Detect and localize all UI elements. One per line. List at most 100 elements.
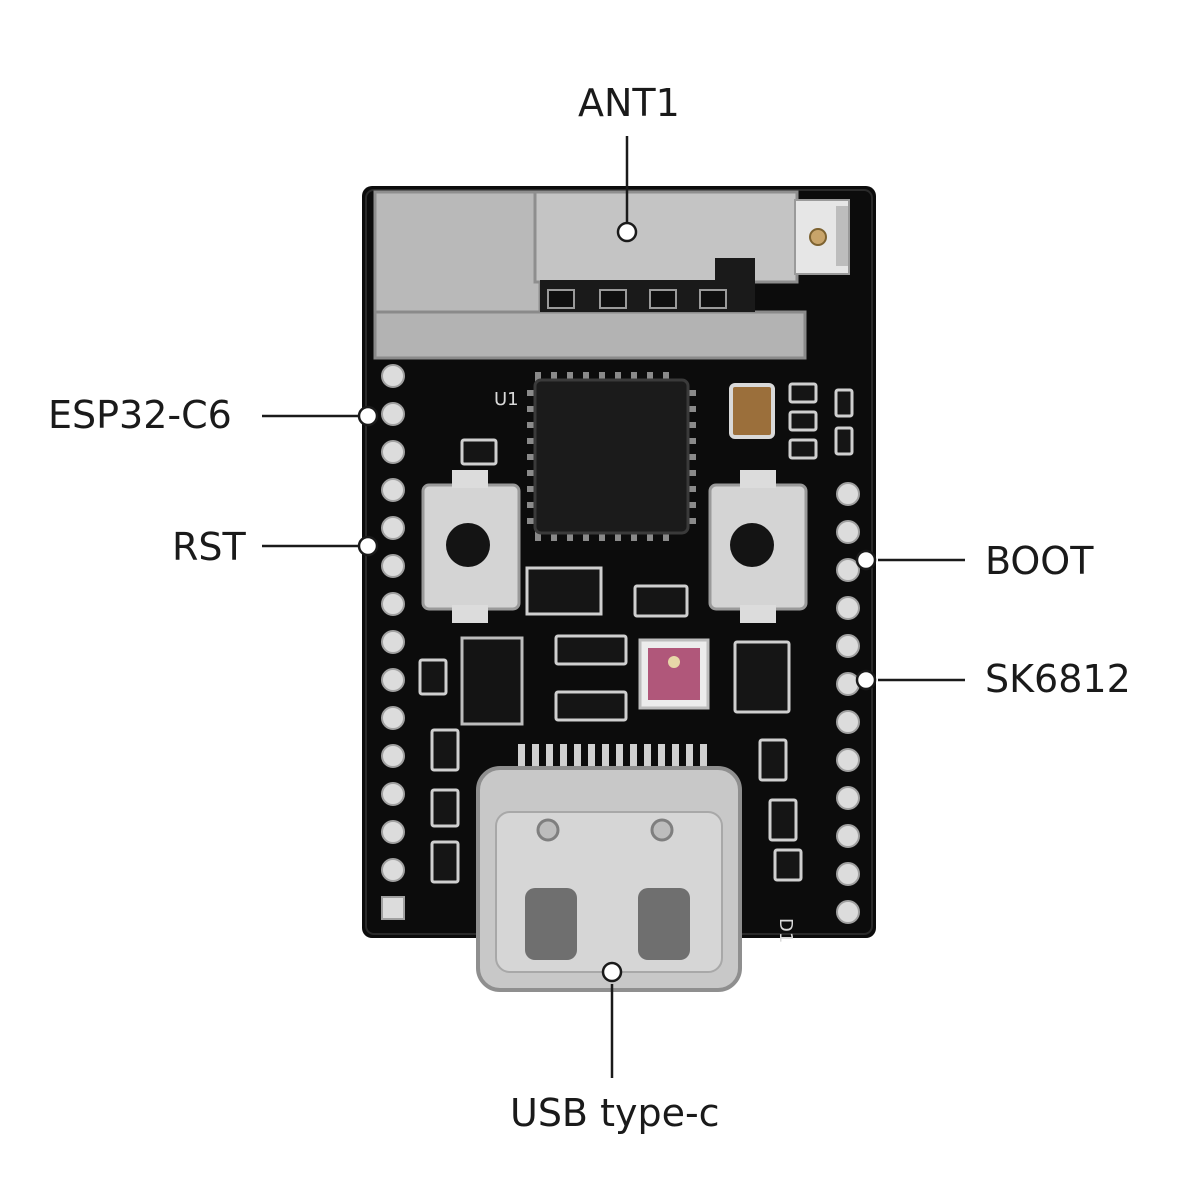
mcu-lead — [527, 422, 537, 428]
label-rst: RST — [172, 525, 246, 569]
mcu-lead — [527, 518, 537, 524]
mcu-lead — [599, 531, 605, 541]
header-pin — [381, 554, 405, 578]
mcu-lead — [527, 502, 537, 508]
header-pin — [381, 440, 405, 464]
usb-c-screw-right — [650, 818, 674, 842]
usb-pin — [560, 744, 567, 772]
header-pin — [836, 596, 860, 620]
rst-button-tab-top — [452, 470, 488, 488]
header-pin — [836, 634, 860, 658]
mcu-lead — [615, 372, 621, 382]
mcu-lead — [686, 454, 696, 460]
usb-c-screw-left — [536, 818, 560, 842]
label-esp32-c6: ESP32-C6 — [48, 393, 232, 437]
rf-shield-right — [533, 190, 799, 284]
mcu-lead — [551, 372, 557, 382]
header-pin — [381, 668, 405, 692]
usb-pin — [630, 744, 637, 772]
mcu-lead — [599, 372, 605, 382]
mcu-lead — [615, 531, 621, 541]
label-sk6812: SK6812 — [985, 657, 1131, 701]
smd-components-top-right — [788, 382, 854, 460]
usb-pin — [658, 744, 665, 772]
mcu-lead — [686, 438, 696, 444]
usb-pin — [700, 744, 707, 772]
rf-shield-base — [373, 310, 807, 360]
marker-rst — [357, 535, 379, 557]
header-pin — [836, 786, 860, 810]
mcu-lead — [583, 372, 589, 382]
usb-pin — [672, 744, 679, 772]
mcu-leads — [527, 372, 696, 541]
header-pin — [381, 858, 405, 882]
usb-pin — [546, 744, 553, 772]
right-header-pins — [836, 482, 860, 924]
header-pin — [836, 520, 860, 544]
mcu-lead — [535, 372, 541, 382]
marker-ant1 — [616, 221, 638, 243]
usb-pin — [644, 744, 651, 772]
mcu-lead — [583, 531, 589, 541]
usb-pin — [518, 744, 525, 772]
usb-c-pins — [518, 744, 707, 772]
header-pin — [381, 820, 405, 844]
crystal — [729, 383, 775, 439]
usb-pin — [686, 744, 693, 772]
mcu-lead — [527, 486, 537, 492]
mcu-lead — [686, 486, 696, 492]
rf-components — [547, 289, 727, 309]
mcu-lead — [527, 454, 537, 460]
header-pin — [381, 630, 405, 654]
usb-pin — [602, 744, 609, 772]
header-pin — [381, 516, 405, 540]
label-usb-type-c: USB type-c — [510, 1091, 720, 1135]
mcu-lead — [567, 531, 573, 541]
header-pin — [836, 672, 860, 696]
mcu-lead — [527, 438, 537, 444]
rst-button-cap — [446, 523, 490, 567]
header-pin — [836, 900, 860, 924]
header-pin — [381, 782, 405, 806]
esp32-chip — [533, 378, 690, 535]
mcu-lead — [686, 422, 696, 428]
mcu-lead — [663, 531, 669, 541]
mcu-lead — [686, 390, 696, 396]
callout-lines — [262, 136, 965, 1078]
boot-button-cap — [730, 523, 774, 567]
header-pin — [836, 482, 860, 506]
mcu-lead — [551, 531, 557, 541]
marker-boot — [855, 549, 877, 571]
pcb-board — [362, 186, 876, 938]
header-pin — [381, 592, 405, 616]
mcu-lead — [527, 390, 537, 396]
header-pin — [381, 706, 405, 730]
header-pin — [836, 862, 860, 886]
marker-esp32 — [357, 405, 379, 427]
mcu-lead — [535, 531, 541, 541]
rst-button-tab-bottom — [452, 605, 488, 623]
header-pin — [836, 824, 860, 848]
usb-c-slot-right — [638, 888, 690, 960]
callout-markers — [357, 221, 877, 983]
usb-pin — [588, 744, 595, 772]
mcu-lead — [686, 502, 696, 508]
marker-usb — [601, 961, 623, 983]
mcu-lead — [527, 406, 537, 412]
usb-pin — [616, 744, 623, 772]
ufl-pad — [836, 206, 848, 266]
header-pin — [381, 364, 405, 388]
mcu-lead — [663, 372, 669, 382]
silkscreen-u1: U1 — [494, 389, 519, 410]
label-ant1: ANT1 — [578, 81, 680, 125]
mcu-lead — [527, 470, 537, 476]
left-header-pins — [381, 364, 405, 920]
header-pin — [381, 478, 405, 502]
smd-components-middle — [418, 438, 803, 884]
header-pin — [836, 710, 860, 734]
header-pin — [381, 402, 405, 426]
usb-pin — [574, 744, 581, 772]
sk6812-die — [668, 656, 680, 668]
boot-button-tab-bottom — [740, 605, 776, 623]
